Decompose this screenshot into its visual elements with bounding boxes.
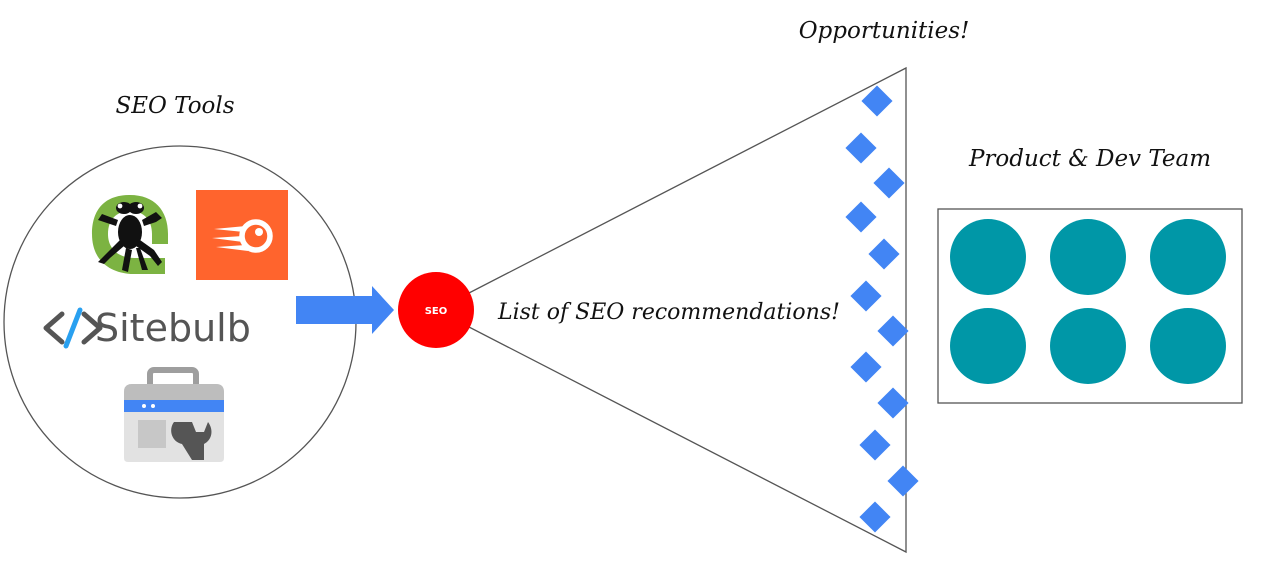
seo-tools-label: SEO Tools [115,93,234,119]
team-member [1150,219,1226,295]
opportunity-diamond [877,315,909,347]
opportunity-diamond [887,465,919,497]
opportunity-diamond [859,429,891,461]
opportunity-diamond [850,351,882,383]
opportunity-diamond [868,238,900,270]
team-member [1050,308,1126,384]
opportunity-diamond [877,387,909,419]
opportunity-funnel [434,66,907,554]
opportunity-diamonds [845,85,919,533]
semrush-icon [196,190,288,280]
seo-node-label: SEO [425,306,448,317]
opportunity-diamond [873,167,905,199]
opportunity-diamond [845,132,877,164]
product-dev-team-label: Product & Dev Team [968,146,1211,172]
opportunity-diamond [861,85,893,117]
team-box [937,208,1243,404]
recommendations-label: List of SEO recommendations! [497,300,840,325]
google-search-console-icon [124,367,224,462]
opportunities-label: Opportunities! [799,18,970,44]
opportunity-diamond [859,501,891,533]
seo-node [398,272,474,348]
team-member [1150,308,1226,384]
sitebulb-wordmark: Sitebulb [95,306,251,350]
flow-arrow [296,286,394,334]
screaming-frog-icon [92,195,168,274]
team-member [950,308,1026,384]
team-member [950,219,1026,295]
opportunity-diamond [850,280,882,312]
sitebulb-logo: Sitebulb [43,306,251,350]
opportunity-diamond [845,201,877,233]
team-members [950,219,1226,384]
team-member [1050,219,1126,295]
